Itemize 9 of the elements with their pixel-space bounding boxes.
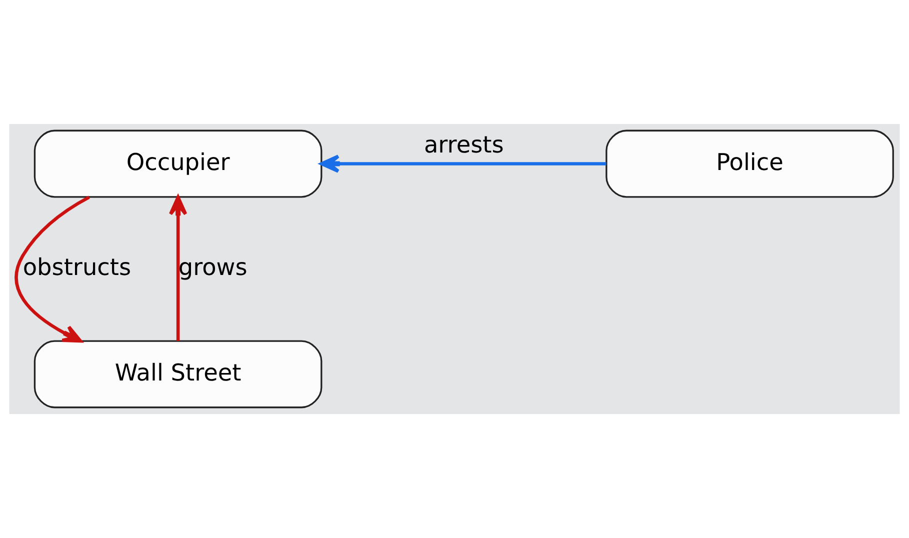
edge-label: obstructs bbox=[22, 254, 132, 282]
arrow bbox=[14, 196, 90, 343]
arrow bbox=[168, 196, 188, 341]
edge-label: arrests bbox=[424, 132, 504, 159]
edge-label: grows bbox=[178, 254, 248, 282]
node-box: Wall Street bbox=[34, 340, 322, 408]
node-box: Occupier bbox=[34, 130, 322, 198]
node-box: Police bbox=[606, 130, 894, 198]
arrow bbox=[320, 154, 606, 173]
